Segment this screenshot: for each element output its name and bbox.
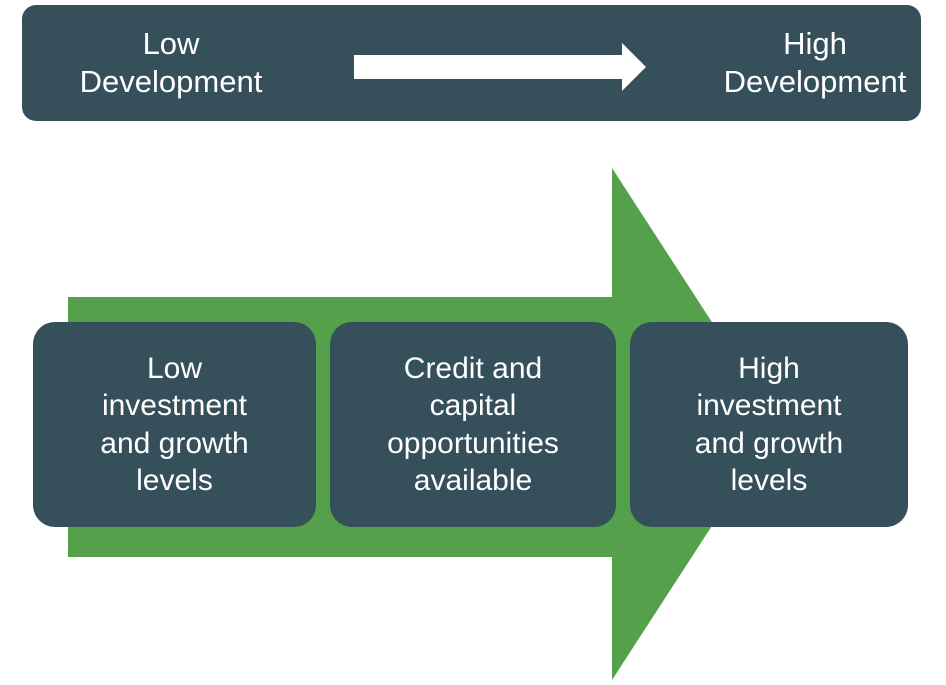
callout-box-low-investment: Low investment and growth levels: [33, 322, 316, 527]
callout-box-credit-capital: Credit and capital opportunities availab…: [330, 322, 616, 527]
callout-box-label: High investment and growth levels: [694, 352, 844, 497]
development-spectrum-banner: Low Development High Development: [22, 5, 921, 121]
high-development-label: High Development: [723, 26, 907, 99]
callout-box-label: Low investment and growth levels: [100, 352, 249, 497]
right-arrow-icon: [354, 43, 646, 91]
callout-box-high-investment: High investment and growth levels: [630, 322, 908, 527]
low-development-label: Low Development: [79, 26, 263, 99]
callout-box-label: Credit and capital opportunities availab…: [387, 352, 559, 497]
